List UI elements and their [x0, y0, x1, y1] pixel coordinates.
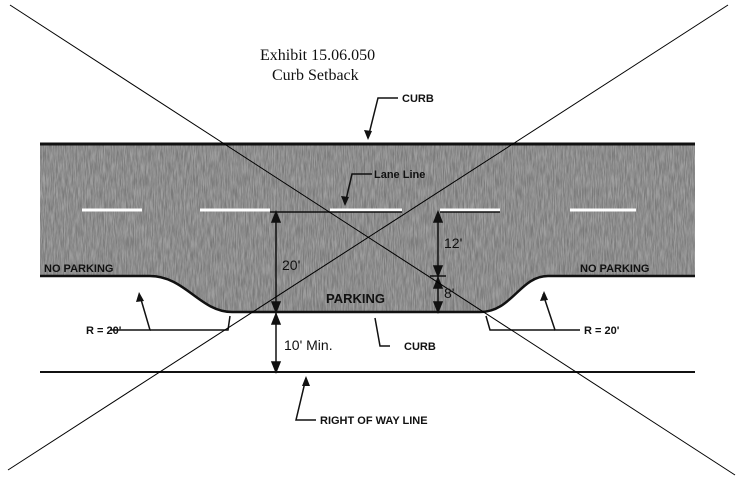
right-of-way-label: RIGHT OF WAY LINE	[320, 415, 428, 427]
parking-label: PARKING	[326, 291, 385, 306]
exhibit-title: Exhibit 15.06.050	[260, 47, 375, 64]
no-parking-right-label: NO PARKING	[580, 263, 649, 275]
no-parking-left-label: NO PARKING	[44, 263, 113, 275]
bottom-curb-line	[40, 274, 695, 314]
dimension-total: 20'	[282, 257, 300, 273]
curb-bottom-label: CURB	[404, 341, 436, 353]
exhibit-subtitle: Curb Setback	[272, 67, 359, 84]
cross-out-lines	[7, 4, 736, 476]
dimension-parking: 8'	[444, 285, 454, 301]
radius-left-label: R = 20'	[86, 325, 122, 337]
dimension-lines	[270, 209, 446, 375]
dimension-lane: 12'	[444, 235, 462, 251]
curb-top-label: CURB	[402, 93, 434, 105]
leader-lines	[110, 97, 580, 421]
radius-right-label: R = 20'	[584, 325, 620, 337]
dimension-setback: 10' Min.	[284, 337, 333, 353]
lane-line-label: Lane Line	[374, 169, 425, 181]
